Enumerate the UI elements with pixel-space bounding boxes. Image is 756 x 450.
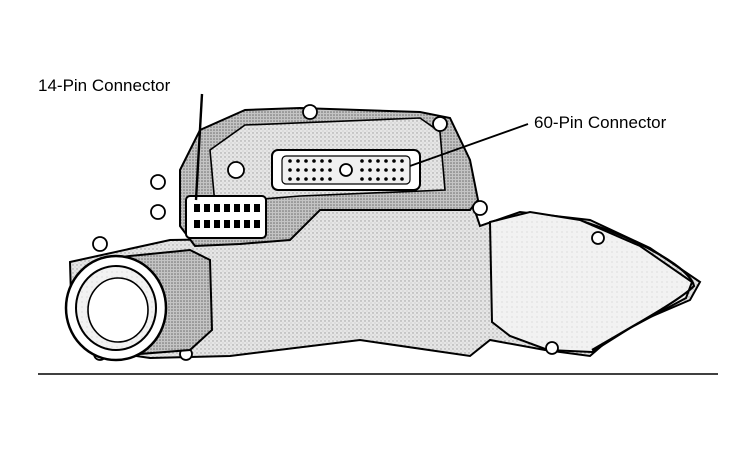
pin60-leader	[409, 123, 529, 167]
pin60-label: 60-Pin Connector	[534, 113, 667, 132]
outlet-duct	[488, 210, 694, 354]
fourteen-pin-connector	[185, 195, 267, 239]
outlet-rim	[584, 220, 696, 351]
pin14-leader	[194, 93, 204, 201]
intake-tube	[64, 248, 214, 362]
pin14-label: 14-Pin Connector	[38, 76, 171, 95]
sixty-pin-connector	[271, 149, 421, 191]
